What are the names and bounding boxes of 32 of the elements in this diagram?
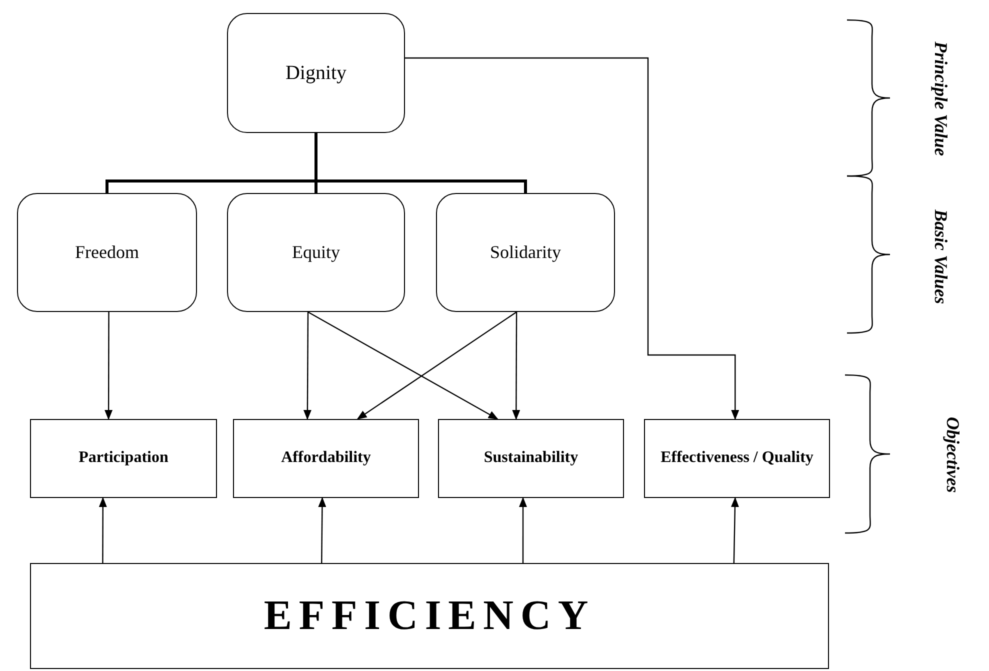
node-label: Dignity [285,61,347,86]
node-label: Effectiveness / Quality [660,448,814,468]
arrow [318,497,326,563]
node-label: Freedom [75,240,139,264]
node-label: Participation [78,448,168,468]
rectangle-box [438,419,624,498]
rectangle-box [30,419,217,498]
arrow [104,312,113,420]
tree-connector [314,133,527,193]
node-label: EFFICIENCY [264,592,596,641]
rectangle-box [30,563,829,669]
node-label: Solidarity [490,240,561,264]
rounded-box [17,193,197,312]
level-label: Principle Value [930,40,951,158]
node-label: Sustainability [484,448,578,468]
arrow [356,312,517,420]
rounded-box [436,193,615,312]
level-label: Objectives [942,416,963,495]
arrow [308,311,498,420]
arrow [98,497,107,563]
rounded-box [227,193,405,312]
arrow [730,497,739,564]
arrow [303,312,312,420]
rectangle-box [233,419,419,498]
arrow [405,57,740,420]
rectangle-box [644,419,830,498]
arrow [519,497,527,563]
node-label: Affordability [281,448,371,468]
rounded-box [227,13,405,133]
level-label: Basic Values [930,208,951,306]
arrow [512,312,520,420]
node-label: Equity [292,240,340,264]
